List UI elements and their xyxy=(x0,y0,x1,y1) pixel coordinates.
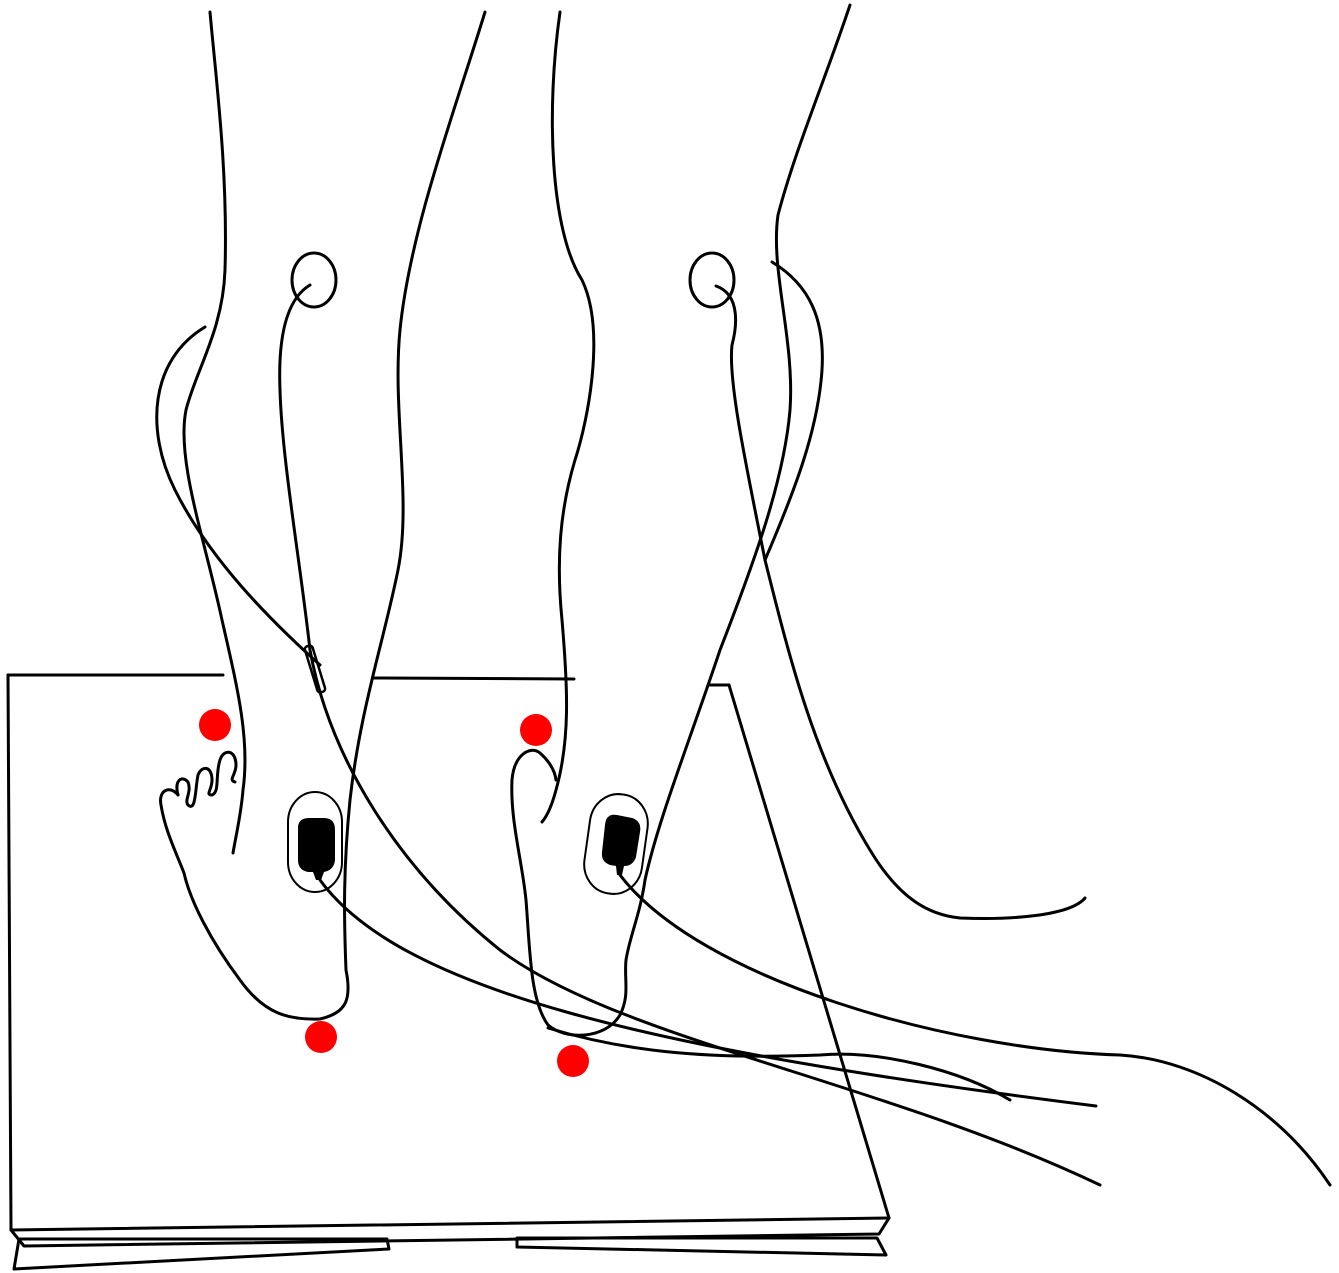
platform-right-edge xyxy=(729,685,889,1218)
marker-left-toe xyxy=(199,709,231,741)
right-leg xyxy=(512,5,850,1035)
platform-base-slot-right xyxy=(517,1238,886,1255)
cable-left-heel-loop xyxy=(157,327,320,665)
electrode-pad-right xyxy=(580,790,651,897)
ankle-sensor-right xyxy=(690,253,734,307)
electrode-pad-left xyxy=(288,792,342,892)
right-leg-outer-contour xyxy=(542,12,594,822)
red-markers xyxy=(199,709,589,1077)
cable-left-electrode xyxy=(320,880,1096,1106)
cable-right-electrode xyxy=(620,875,1330,1185)
ankle-sensor-left xyxy=(292,253,336,307)
ankle-sensor-left-ring xyxy=(292,253,336,307)
marker-right-toe xyxy=(520,714,552,746)
ankle-sensor-right-ring xyxy=(690,253,734,307)
cable-left-foot-to-right xyxy=(548,1028,1010,1100)
platform-front-top-edge xyxy=(11,1218,889,1230)
left-toes xyxy=(177,752,236,806)
platform-left-edge xyxy=(8,675,11,1230)
platform-top-edge-middle xyxy=(373,678,574,679)
cable-right-heel-loop xyxy=(765,262,822,560)
platform-front-bottom-edge xyxy=(11,1218,889,1246)
marker-left-heel xyxy=(305,1021,337,1053)
marker-right-heel xyxy=(557,1045,589,1077)
